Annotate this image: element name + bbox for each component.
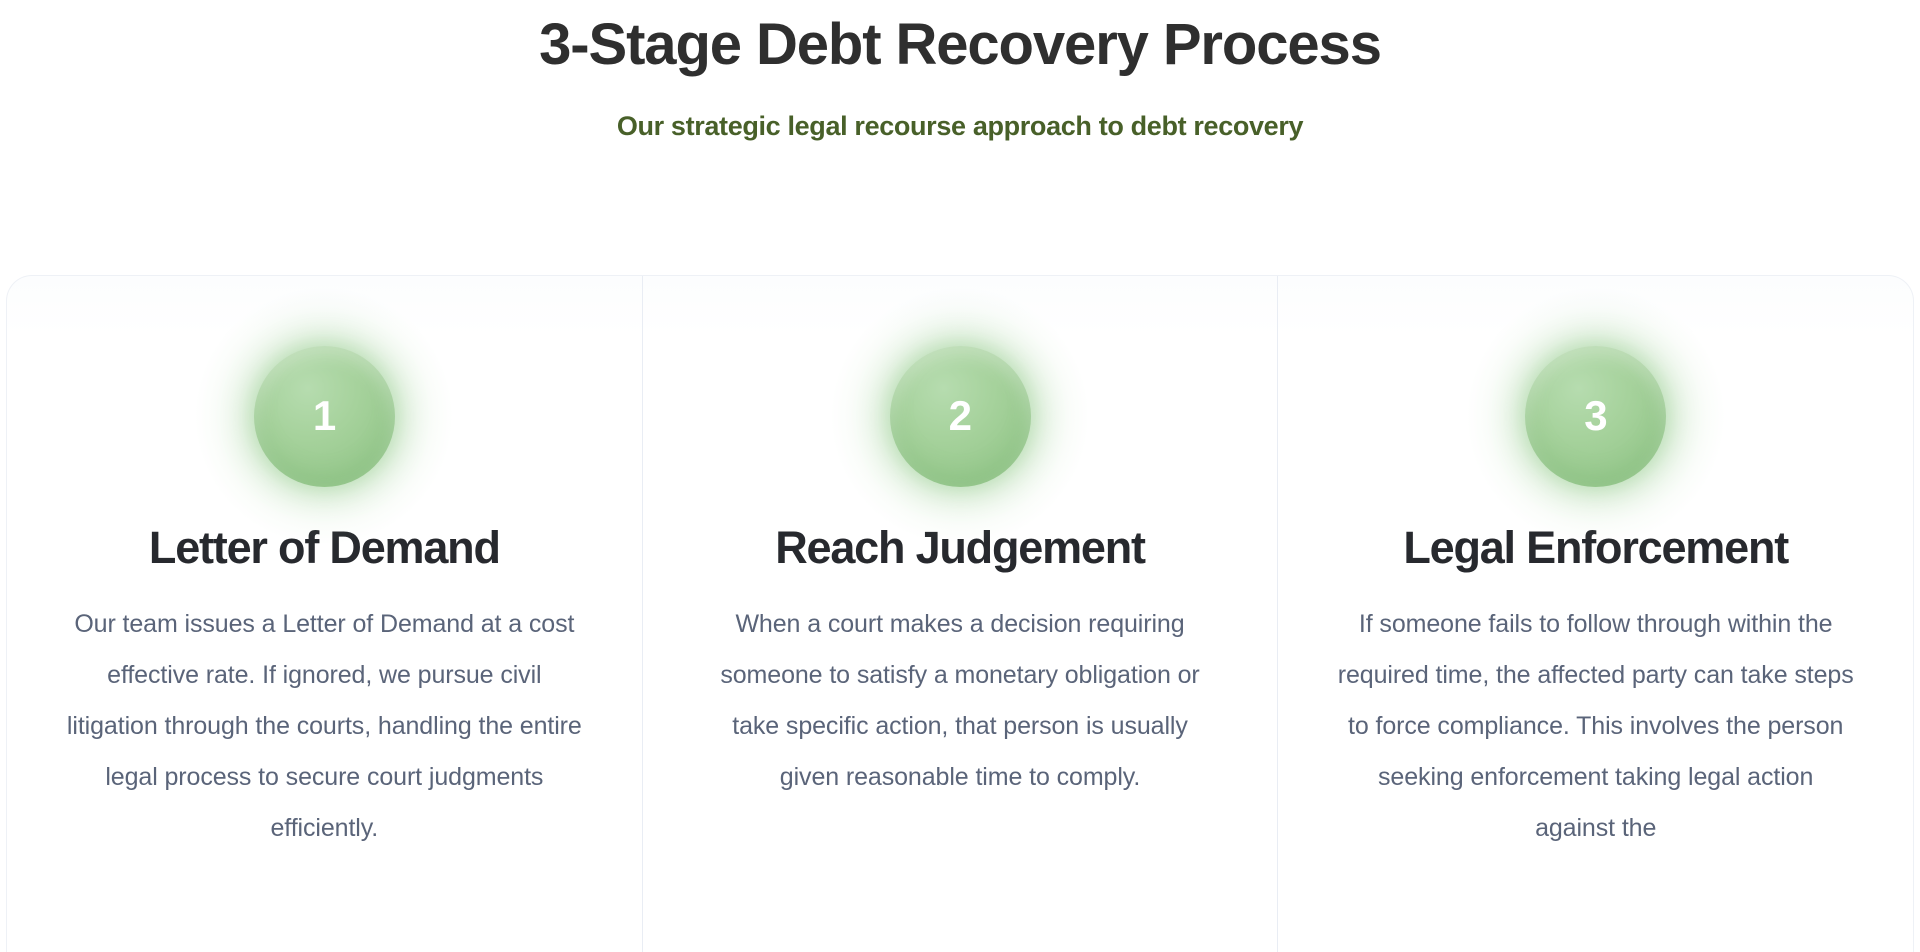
stage-number-label-3: 3 <box>1584 392 1608 439</box>
stage-description-1: Our team issues a Letter of Demand at a … <box>66 610 582 842</box>
stage-cards-row: 1 Letter of Demand Our team issues a Let… <box>6 275 1914 952</box>
stage-description-3: If someone fails to follow through withi… <box>1337 610 1854 842</box>
stage-title-1: Letter of Demand <box>148 522 501 573</box>
stage-number-label-2: 2 <box>948 392 972 439</box>
stage-badge-wrapper-3: 3 <box>1318 276 1873 566</box>
stage-card-2[interactable]: 2 Reach Judgement When a court makes a d… <box>641 276 1278 952</box>
stage-badge-wrapper-2: 2 <box>683 276 1238 566</box>
stage-number-label-1: 1 <box>312 392 336 439</box>
stage-card-1[interactable]: 1 Letter of Demand Our team issues a Let… <box>7 276 642 952</box>
stage-card-3[interactable]: 3 Legal Enforcement If someone fails to … <box>1277 276 1913 952</box>
page-title: 3-Stage Debt Recovery Process <box>539 12 1382 77</box>
stage-title-3: Legal Enforcement <box>1403 522 1789 573</box>
page-subtitle: Our strategic legal recourse approach to… <box>616 111 1304 141</box>
section-header: 3-Stage Debt Recovery Process Our strate… <box>0 0 1920 144</box>
stage-title-2: Reach Judgement <box>775 522 1146 573</box>
stage-number-badge-1: 1 <box>253 345 395 487</box>
stage-badge-wrapper-1: 1 <box>47 276 602 566</box>
stage-description-2: When a court makes a decision requiring … <box>720 610 1200 791</box>
stage-number-badge-2: 2 <box>889 345 1031 487</box>
stage-number-badge-3: 3 <box>1525 345 1667 487</box>
